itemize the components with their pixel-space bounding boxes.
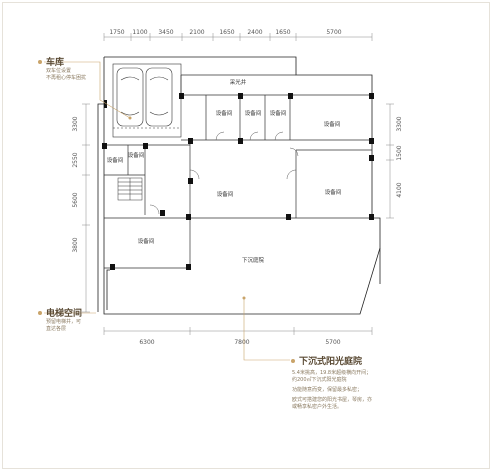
- elevator-note-line-0: 预留电梯井，可: [46, 319, 82, 325]
- dims-bottom: 6300 7800 5700: [139, 339, 340, 346]
- dim-top-6: 1650: [275, 29, 290, 36]
- dimension-lines: [82, 33, 394, 335]
- room-skylight-well: 采光井: [230, 78, 247, 86]
- dim-left-3: 3800: [72, 237, 79, 252]
- dim-top-0: 1750: [109, 29, 124, 36]
- garage-note-line-0: 双车位设置: [46, 68, 72, 74]
- dim-top-4: 1650: [219, 29, 234, 36]
- room-equip-a: 设备间: [216, 109, 233, 117]
- dims-top: 1750 1100 3450 2100 1650 2400 1650 5700: [109, 29, 341, 36]
- sunken-note-title: 下沉式阳光庭院: [299, 357, 363, 367]
- dim-left-2: 5600: [72, 192, 79, 207]
- room-equip-b: 设备间: [245, 109, 262, 117]
- garage-note-desc: 双车位设置 不再租心停车困扰: [46, 68, 102, 82]
- garage-note-title: 车库: [46, 58, 65, 68]
- garage-note-dot: [38, 60, 42, 64]
- dim-left-0: 3300: [72, 116, 79, 131]
- room-labels: 采光井 设备间 设备间 设备间 设备间 设备间 设备间 设备间 设备间 设备间 …: [107, 78, 342, 264]
- dim-bottom-1: 7800: [234, 339, 249, 346]
- room-equip-d: 设备间: [324, 120, 341, 128]
- elevator-note-desc: 预留电梯井，可 直达各层: [46, 319, 100, 333]
- dim-top-2: 3450: [158, 29, 173, 36]
- sunken-note-line-4: 或畅享私密户外生活。: [292, 404, 343, 410]
- room-equip-i: 设备间: [138, 237, 155, 245]
- sunken-note-line-1: 约200㎡下沉式阳光庭院: [292, 377, 347, 383]
- dim-right-2: 4100: [396, 182, 403, 197]
- elevator-note-line-1: 直达各层: [46, 326, 67, 332]
- dim-bottom-2: 5700: [325, 339, 340, 346]
- door-swings: [149, 131, 299, 215]
- structural-columns: [102, 93, 374, 270]
- room-equip-c: 设备间: [270, 109, 287, 117]
- dim-top-7: 5700: [326, 29, 341, 36]
- room-equip-e: 设备间: [107, 156, 124, 164]
- dim-top-5: 2400: [247, 29, 262, 36]
- annotation-leaders: [44, 61, 290, 361]
- room-equip-h: 设备间: [325, 188, 342, 196]
- sunken-note-line-2: 功能随意而变，保留最多私密；: [292, 387, 363, 393]
- dim-bottom-0: 6300: [139, 339, 154, 346]
- dims-left: 3300 2550 5600 3800: [72, 116, 79, 252]
- dim-top-1: 1100: [132, 29, 147, 36]
- interior-walls: [104, 74, 372, 269]
- sunken-note-desc: 5.4米挑高，19.8米超级横向开间； 约200㎡下沉式阳光庭院 功能随意而变，…: [292, 370, 412, 411]
- sunken-note-dot: [291, 359, 295, 363]
- room-sunken-court: 下沉庭院: [242, 256, 265, 264]
- sunken-note-line-0: 5.4米挑高，19.8米超级横向开间；: [292, 370, 372, 376]
- room-equip-g: 设备间: [217, 190, 234, 198]
- dim-top-3: 2100: [189, 29, 204, 36]
- elevator-note-dot: [38, 311, 42, 315]
- garage-note-line-1: 不再租心停车困扰: [46, 75, 87, 81]
- garage: [112, 63, 182, 138]
- plan-frame: [2, 2, 490, 469]
- outer-walls: [97, 56, 381, 315]
- elevator-note-title: 电梯空间: [46, 309, 83, 319]
- stair: [117, 177, 143, 201]
- dim-left-1: 2550: [72, 152, 79, 167]
- dim-right-1: 1500: [396, 145, 403, 160]
- dims-right: 3300 1500 4100: [396, 116, 403, 197]
- room-equip-f: 设备间: [128, 151, 145, 159]
- dim-right-0: 3300: [396, 116, 403, 131]
- sunken-note-line-3: 欧式可搭建您的阳光书屋，琴房，亦: [292, 397, 373, 403]
